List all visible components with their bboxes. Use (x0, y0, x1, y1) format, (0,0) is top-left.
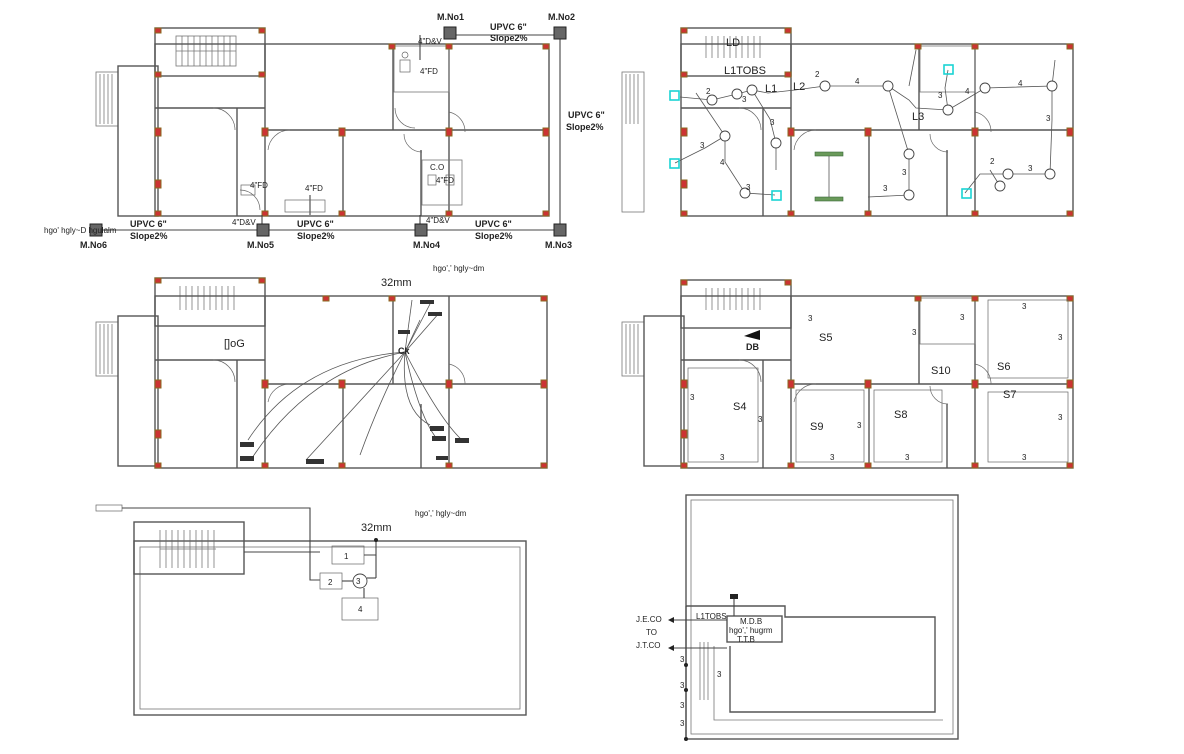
tank-label: 4 (358, 605, 363, 614)
wire-count: 3 (883, 184, 888, 193)
fitting-label: 4"FD (420, 67, 438, 76)
pipe-label: UPVC 6" (490, 22, 527, 32)
manhole-label: M.No2 (548, 12, 575, 22)
switch-plan: DB S4 S5 S6 S7 S8 S9 S10 3 3 3 3 3 3 3 3… (621, 279, 1074, 469)
wire-count: 4 (720, 158, 725, 167)
pipe-label: UPVC 6" (297, 219, 334, 229)
wire-count: 2 (815, 70, 820, 79)
manhole-label: M.No6 (80, 240, 107, 250)
wire-count: 3 (1058, 413, 1063, 422)
wire-count: 3 (770, 118, 775, 127)
wire-count: 3 (720, 453, 725, 462)
lighting-label: L1 (765, 83, 777, 95)
room-tag: []oG (224, 338, 245, 350)
fitting-label: 4"FD (436, 176, 454, 185)
wire-count: 3 (746, 183, 751, 192)
pipe-label: UPVC 6" (568, 110, 605, 120)
drainage-plan: M.No1 M.No2 M.No3 M.No4 M.No5 M.No6 UPVC… (44, 12, 605, 250)
wire-count: 3 (680, 701, 685, 710)
site-service-plan: L1TOBS M.D.B T.T.B hgo',' hugrm J.E.CO T… (636, 494, 959, 741)
tank-label: 1 (344, 552, 349, 561)
wire-count: 3 (938, 91, 943, 100)
wire-count: 3 (830, 453, 835, 462)
external-label: TO (646, 628, 657, 637)
manhole-label: M.No3 (545, 240, 572, 250)
wire-count: 4 (855, 77, 860, 86)
panel-label: T.T.B (737, 635, 755, 644)
switch-label: S4 (733, 401, 746, 413)
tank-label: 3 (356, 577, 361, 586)
fitting-label: 4"D&V (426, 216, 450, 225)
panel-label: L1TOBS (696, 612, 727, 621)
wire-count: 3 (1028, 164, 1033, 173)
wire-count: 3 (1022, 453, 1027, 462)
slope-label: Slope2% (566, 122, 604, 132)
wire-count: 3 (680, 681, 685, 690)
lighting-label: L2 (793, 81, 805, 93)
water-supply-plan: 32mm hgo',' hgly~dm []oG Ck (95, 264, 548, 469)
switch-label: S5 (819, 332, 832, 344)
wire-count: 3 (905, 453, 910, 462)
lighting-label: L1TOBS (724, 65, 766, 77)
fitting-label: C.O (430, 163, 444, 172)
wire-count: 3 (700, 141, 705, 150)
node-tag: Ck (398, 346, 410, 356)
switch-label: S10 (931, 365, 951, 377)
switch-label: S6 (997, 361, 1010, 373)
wire-count: 4 (1018, 79, 1023, 88)
wire-count: 3 (902, 168, 907, 177)
tank-label: 2 (328, 578, 333, 587)
wire-count: 3 (758, 415, 763, 424)
slope-label: Slope2% (130, 231, 168, 241)
pipe-size-label: 32mm (381, 277, 412, 289)
garbled-note: hgo' hgly~D hgulalm (44, 226, 117, 235)
slope-label: Slope2% (490, 33, 528, 43)
garbled-title: hgo',' hgly~dm (415, 509, 467, 518)
manhole-label: M.No1 (437, 12, 464, 22)
pipe-size-label: 32mm (361, 522, 392, 534)
wire-count: 3 (1022, 302, 1027, 311)
switch-label: DB (746, 342, 759, 352)
wire-count: 3 (742, 95, 747, 104)
wire-count: 3 (680, 655, 685, 664)
panel-label: M.D.B (740, 617, 762, 626)
switch-label: S8 (894, 409, 907, 421)
wire-count: 3 (690, 393, 695, 402)
wire-count: 3 (1046, 114, 1051, 123)
lighting-plan: L1TOBS L1 L2 L3 LD 2 3 4 2 3 4 3 4 3 3 2… (621, 27, 1074, 217)
wire-count: 4 (965, 87, 970, 96)
wire-count: 3 (680, 719, 685, 728)
wire-count: 3 (808, 314, 813, 323)
pipe-label: UPVC 6" (475, 219, 512, 229)
wire-count: 3 (717, 670, 722, 679)
fitting-label: 4"D&V (418, 37, 442, 46)
lighting-label: LD (726, 37, 740, 49)
pipe-label: UPVC 6" (130, 219, 167, 229)
fitting-label: 4"D&V (232, 218, 256, 227)
lighting-label: L3 (912, 111, 924, 123)
wire-count: 2 (990, 157, 995, 166)
wire-count: 3 (1058, 333, 1063, 342)
external-label: J.T.CO (636, 641, 660, 650)
slope-label: Slope2% (475, 231, 513, 241)
switch-label: S7 (1003, 389, 1016, 401)
wire-count: 3 (960, 313, 965, 322)
manhole-label: M.No4 (413, 240, 440, 250)
manhole-label: M.No5 (247, 240, 274, 250)
wire-count: 2 (706, 87, 711, 96)
wire-count: 3 (912, 328, 917, 337)
garbled-title: hgo',' hgly~dm (433, 264, 485, 273)
garbled-note: hgo',' hugrm (729, 626, 773, 635)
fitting-label: 4"FD (250, 181, 268, 190)
switch-label: S9 (810, 421, 823, 433)
slope-label: Slope2% (297, 231, 335, 241)
wire-count: 3 (857, 421, 862, 430)
external-label: J.E.CO (636, 615, 662, 624)
fitting-label: 4"FD (305, 184, 323, 193)
water-schematic: hgo',' hgly~dm 32mm 1 2 3 4 (95, 504, 527, 716)
